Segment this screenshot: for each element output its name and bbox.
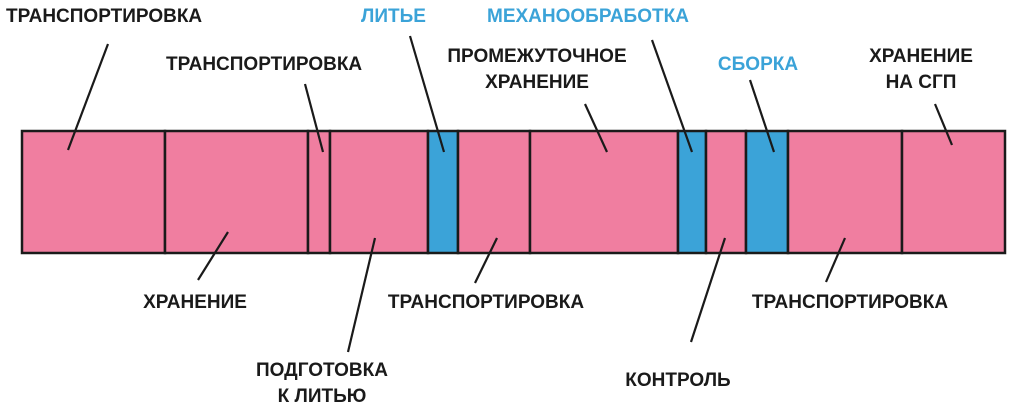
segment-storage-1 — [163, 129, 310, 255]
leader-transport-bottom-right — [824, 237, 847, 283]
leader-assembly — [748, 79, 776, 153]
leader-interim-storage — [584, 103, 608, 153]
segment-storage-fg — [900, 129, 1007, 255]
segment-transport-1 — [20, 129, 167, 255]
label-casting: ЛИТЬЕ — [361, 6, 426, 27]
process-bar — [20, 129, 1007, 255]
segment-interim-storage — [528, 129, 680, 255]
leader-prep — [346, 237, 377, 353]
label-storage-fg-line1: ХРАНЕНИЕ — [869, 46, 973, 67]
leader-lines — [66, 35, 954, 353]
label-interim-storage-line1: ПРОМЕЖУТОЧНОЕ — [447, 46, 626, 67]
segment-transport-4 — [786, 129, 904, 255]
label-machining: МЕХАНООБРАБОТКА — [487, 6, 689, 27]
leader-transport-top-mid — [303, 83, 325, 153]
leader-storage-fg — [933, 103, 954, 146]
segment-prep-casting — [328, 129, 430, 255]
label-assembly: СБОРКА — [718, 54, 798, 75]
label-prep-line1: ПОДГОТОВКА — [256, 360, 388, 381]
label-storage-bottom: ХРАНЕНИЕ — [143, 292, 247, 313]
label-transport-top-mid: ТРАНСПОРТИРОВКА — [166, 54, 362, 75]
labels: ТРАНСПОРТИРОВКА ТРАНСПОРТИРОВКА ЛИТЬЕ МЕ… — [6, 6, 973, 407]
leader-transport-bottom-mid — [474, 237, 498, 284]
label-control: КОНТРОЛЬ — [625, 370, 730, 391]
label-storage-fg-line2: НА СГП — [886, 72, 957, 93]
segment-assembly — [744, 129, 790, 255]
segment-transport-3 — [456, 129, 532, 255]
leader-casting — [408, 35, 446, 153]
leader-transport-top-left — [66, 43, 110, 151]
segment-transport-2 — [306, 129, 332, 255]
leader-machining — [650, 39, 694, 153]
leader-storage-bottom — [197, 231, 229, 281]
label-prep-line2: К ЛИТЬЮ — [278, 386, 367, 407]
label-interim-storage-line2: ХРАНЕНИЕ — [485, 72, 589, 93]
label-transport-bottom-mid: ТРАНСПОРТИРОВКА — [388, 292, 584, 313]
leader-control — [689, 237, 727, 343]
label-transport-bottom-right: ТРАНСПОРТИРОВКА — [752, 292, 948, 313]
segment-control — [704, 129, 748, 255]
label-transport-top-left: ТРАНСПОРТИРОВКА — [6, 6, 202, 27]
